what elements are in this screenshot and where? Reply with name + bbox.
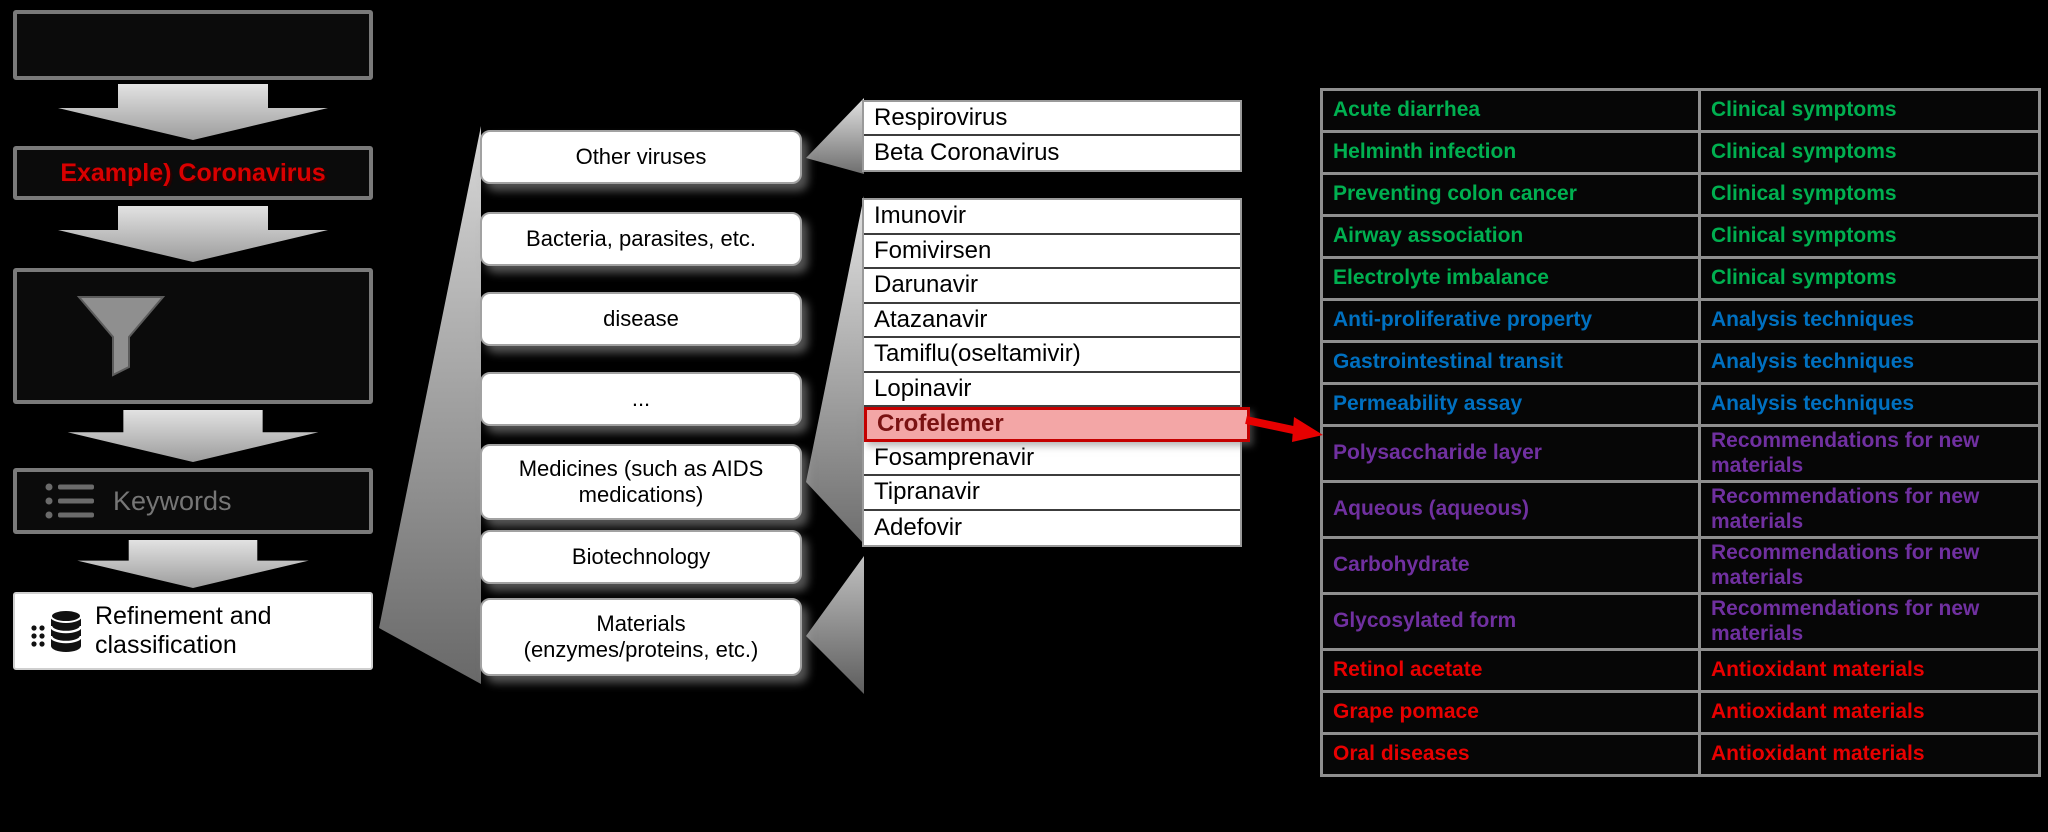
term-cell: Grape pomace [1320, 690, 1701, 735]
category-label: Materials (enzymes/proteins, etc.) [523, 611, 759, 662]
wedge-other-viruses-icon [806, 98, 864, 174]
category-cell: Antioxidant materials [1698, 648, 2041, 693]
category-box-bacteria: Bacteria, parasites, etc. [480, 212, 802, 266]
category-cell: Recommendations for new materials [1698, 424, 2041, 483]
keywords-box: Keywords [13, 468, 373, 534]
category-label: ... [631, 386, 651, 411]
table-row: Gastrointestinal transit Analysis techni… [1320, 340, 2041, 385]
category-label: Bacteria, parasites, etc. [526, 226, 756, 251]
table-row: Acute diarrhea Clinical symptoms [1320, 88, 2041, 133]
list-item: Beta Coronavirus [864, 136, 1240, 170]
list-item: Tipranavir [864, 476, 1240, 511]
category-box-biotechnology: Biotechnology [480, 530, 802, 584]
table-row: Permeability assay Analysis techniques [1320, 382, 2041, 427]
term-cell: Airway association [1320, 214, 1701, 259]
source-box [13, 10, 373, 80]
category-cell: Clinical symptoms [1698, 130, 2041, 175]
category-label: Other viruses [575, 144, 707, 169]
funnel-icon [76, 296, 166, 377]
category-box-ellipsis: ... [480, 372, 802, 426]
list-item: Fosamprenavir [864, 441, 1240, 476]
database-icon [31, 609, 83, 652]
category-cell: Clinical symptoms [1698, 172, 2041, 217]
table-row: Carbohydrate Recommendations for new mat… [1320, 536, 2041, 595]
category-box-other-viruses: Other viruses [480, 130, 802, 184]
list-item: Adefovir [864, 510, 1240, 545]
term-cell: Preventing colon cancer [1320, 172, 1701, 217]
example-box: Example) Coronavirus [13, 146, 373, 200]
term-cell: Carbohydrate [1320, 536, 1701, 595]
list-item: Lopinavir [864, 372, 1240, 407]
term-cell: Helminth infection [1320, 130, 1701, 175]
category-cell: Recommendations for new materials [1698, 592, 2041, 651]
crofelemer-arrow-icon [1245, 416, 1323, 442]
category-cell: Clinical symptoms [1698, 256, 2041, 301]
keywords-label: Keywords [113, 485, 232, 516]
virus-list: Respirovirus Beta Coronavirus [862, 100, 1242, 172]
category-label: disease [603, 306, 679, 331]
table-row: Airway association Clinical symptoms [1320, 214, 2041, 259]
category-box-medicines: Medicines (such as AIDS medications) [480, 444, 802, 520]
wedge-materials-icon [806, 556, 864, 694]
term-cell: Acute diarrhea [1320, 88, 1701, 133]
table-row: Retinol acetate Antioxidant materials [1320, 648, 2041, 693]
list-item: Atazanavir [864, 303, 1240, 338]
list-item: Darunavir [864, 269, 1240, 304]
list-icon [45, 483, 94, 519]
term-cell: Electrolyte imbalance [1320, 256, 1701, 301]
table-row: Aqueous (aqueous) Recommendations for ne… [1320, 480, 2041, 539]
refine-box: Refinement and classification [13, 592, 373, 670]
wedge-medicines-icon [806, 196, 864, 544]
category-cell: Antioxidant materials [1698, 690, 2041, 735]
table-row: Grape pomace Antioxidant materials [1320, 690, 2041, 735]
list-item: Fomivirsen [864, 234, 1240, 269]
category-cell: Analysis techniques [1698, 340, 2041, 385]
term-cell: Anti-proliferative property [1320, 298, 1701, 343]
category-cell: Analysis techniques [1698, 382, 2041, 427]
table-row: Glycosylated form Recommendations for ne… [1320, 592, 2041, 651]
category-cell: Recommendations for new materials [1698, 480, 2041, 539]
term-cell: Oral diseases [1320, 732, 1701, 777]
example-label: Example) Coronavirus [60, 158, 326, 187]
category-box-disease: disease [480, 292, 802, 346]
table-row: Preventing colon cancer Clinical symptom… [1320, 172, 2041, 217]
term-cell: Gastrointestinal transit [1320, 340, 1701, 385]
refine-label: Refinement and classification [95, 602, 272, 659]
category-box-materials: Materials (enzymes/proteins, etc.) [480, 598, 802, 676]
table-row: Helminth infection Clinical symptoms [1320, 130, 2041, 175]
category-cell: Clinical symptoms [1698, 214, 2041, 259]
term-table: Acute diarrhea Clinical symptoms Helmint… [1320, 88, 2041, 777]
table-row: Anti-proliferative property Analysis tec… [1320, 298, 2041, 343]
category-cell: Antioxidant materials [1698, 732, 2041, 777]
list-item-highlighted: Crofelemer [864, 407, 1250, 442]
table-row: Oral diseases Antioxidant materials [1320, 732, 2041, 777]
down-arrow-icon [58, 206, 328, 262]
category-label: Biotechnology [571, 544, 711, 569]
category-cell: Clinical symptoms [1698, 88, 2041, 133]
term-cell: Glycosylated form [1320, 592, 1701, 651]
down-arrow-icon [67, 410, 319, 462]
funnel-connector-icon [379, 126, 481, 684]
table-row: Polysaccharide layer Recommendations for… [1320, 424, 2041, 483]
drug-list: Imunovir Fomivirsen Darunavir Atazanavir… [862, 198, 1250, 547]
category-label: Medicines (such as AIDS medications) [518, 456, 764, 507]
list-item: Respirovirus [864, 102, 1240, 136]
down-arrow-icon [77, 540, 309, 588]
list-item: Tamiflu(oseltamivir) [864, 338, 1240, 373]
category-cell: Recommendations for new materials [1698, 536, 2041, 595]
term-cell: Polysaccharide layer [1320, 424, 1701, 483]
table-row: Electrolyte imbalance Clinical symptoms [1320, 256, 2041, 301]
list-item: Imunovir [864, 200, 1240, 235]
term-cell: Aqueous (aqueous) [1320, 480, 1701, 539]
term-cell: Permeability assay [1320, 382, 1701, 427]
down-arrow-icon [58, 84, 328, 140]
term-cell: Retinol acetate [1320, 648, 1701, 693]
category-cell: Analysis techniques [1698, 298, 2041, 343]
filter-box [13, 268, 373, 404]
